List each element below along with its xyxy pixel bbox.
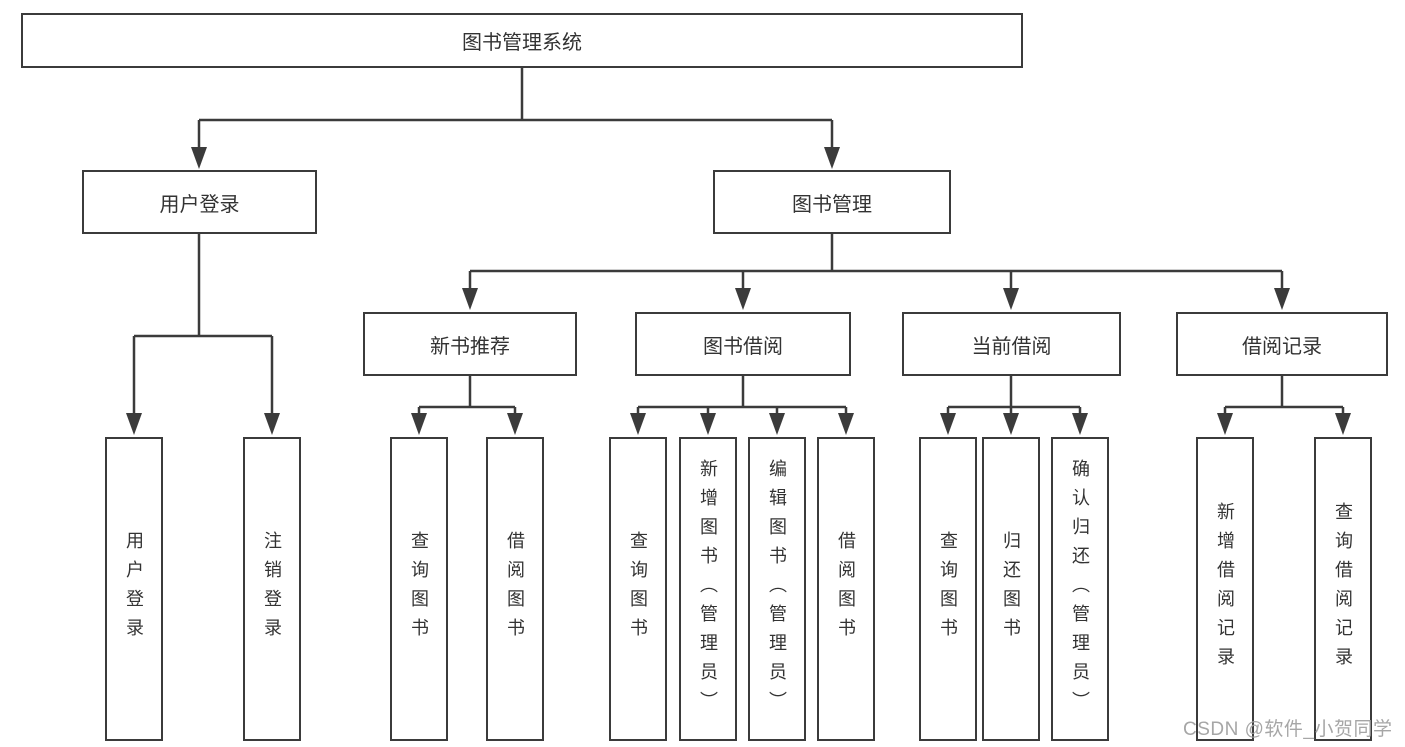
node-new-book-recommendation: 新书推荐: [363, 312, 577, 376]
leaf-user-login: 用户登录: [105, 437, 163, 741]
arrowhead: [940, 413, 956, 435]
leaf-label: 用户登录: [124, 531, 144, 647]
leaf-label: 借阅图书: [505, 531, 525, 647]
leaf-borrow-books-recommend: 借阅图书: [486, 437, 544, 741]
leaf-label: 确认归还（管理员）: [1070, 458, 1090, 720]
leaf-query-books-borrowing: 查询图书: [609, 437, 667, 741]
connector-current-borrowing-to-leaves: [940, 376, 1088, 435]
connector-borrowing-records-to-leaves: [1217, 376, 1351, 435]
connector-new-books-to-leaves: [411, 376, 523, 435]
leaf-label: 注销登录: [262, 531, 282, 647]
arrowhead: [838, 413, 854, 435]
arrowhead: [1335, 413, 1351, 435]
node-user-login: 用户登录: [82, 170, 317, 234]
arrowhead: [735, 288, 751, 310]
leaf-label: 新增借阅记录: [1215, 502, 1235, 676]
arrowhead: [1072, 413, 1088, 435]
leaf-label: 查询图书: [938, 531, 958, 647]
leaf-query-books-recommend: 查询图书: [390, 437, 448, 741]
leaf-label: 查询图书: [409, 531, 429, 647]
leaf-label: 查询借阅记录: [1333, 502, 1353, 676]
node-borrowing-records: 借阅记录: [1176, 312, 1388, 376]
leaf-add-books-admin: 新增图书（管理员）: [679, 437, 737, 741]
arrowhead: [507, 413, 523, 435]
node-current-borrowing: 当前借阅: [902, 312, 1121, 376]
connector-book-management-to-level3: [462, 234, 1290, 310]
watermark: CSDN @软件_小贺同学: [1183, 719, 1393, 740]
leaf-borrow-books: 借阅图书: [817, 437, 875, 741]
arrowhead: [1274, 288, 1290, 310]
leaf-return-books: 归还图书: [982, 437, 1040, 741]
arrowhead: [1003, 288, 1019, 310]
node-book-borrowing: 图书借阅: [635, 312, 851, 376]
leaf-query-borrow-record: 查询借阅记录: [1314, 437, 1372, 741]
arrowhead: [1217, 413, 1233, 435]
leaf-query-books-current: 查询图书: [919, 437, 977, 741]
arrowhead: [411, 413, 427, 435]
leaf-logout: 注销登录: [243, 437, 301, 741]
leaf-label: 查询图书: [628, 531, 648, 647]
node-book-management: 图书管理: [713, 170, 951, 234]
leaf-label: 编辑图书（管理员）: [767, 458, 787, 720]
leaf-add-borrow-record: 新增借阅记录: [1196, 437, 1254, 741]
arrowhead: [824, 147, 840, 169]
leaf-label: 新增图书（管理员）: [698, 458, 718, 720]
connector-root-to-level2: [191, 68, 840, 169]
leaf-confirm-return-admin: 确认归还（管理员）: [1051, 437, 1109, 741]
arrowhead: [264, 413, 280, 435]
leaf-label: 归还图书: [1001, 531, 1021, 647]
leaf-edit-books-admin: 编辑图书（管理员）: [748, 437, 806, 741]
arrowhead: [769, 413, 785, 435]
connector-book-borrowing-to-leaves: [630, 376, 854, 435]
leaf-label: 借阅图书: [836, 531, 856, 647]
connector-user-login-to-leaves: [126, 234, 280, 435]
arrowhead: [191, 147, 207, 169]
arrowhead: [462, 288, 478, 310]
arrowhead: [126, 413, 142, 435]
arrowhead: [700, 413, 716, 435]
arrowhead: [630, 413, 646, 435]
node-book-management-system: 图书管理系统: [21, 13, 1023, 68]
arrowhead: [1003, 413, 1019, 435]
